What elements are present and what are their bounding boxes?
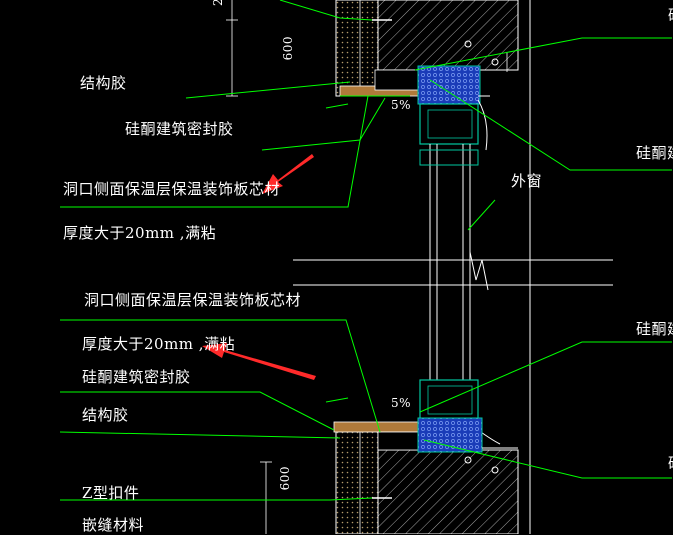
leader-lines [59,0,672,501]
red-arrow-bottom [202,343,316,380]
dimension-bottom [260,461,272,534]
silicone-seal-label-bottom: 硅酮建筑密封胶 [82,368,191,386]
dim-top-partial: 20 [211,0,225,6]
z-clip-label: Z型扣件 [82,484,140,502]
right-partial-label-2: 砖 [668,452,673,473]
structural-glue-label-top: 结构胶 [80,74,127,92]
note1-line2: 厚度大于20mm ,满粘 [63,224,217,242]
window-frame [419,95,501,445]
slope-top: 5% [391,98,412,112]
dim-bottom-600: 600 [278,466,292,491]
right-silicone-label-1: 硅酮建筑 [636,144,673,162]
red-arrow-top [262,154,314,194]
dimension-top [226,0,238,97]
note1-line1: 洞口侧面保温层保温装饰板芯材 [63,180,281,198]
bottom-wall [333,417,519,534]
right-silicone-label-2: 硅酮建筑 [636,320,673,338]
caulking-label: 嵌缝材料 [82,516,145,534]
top-wall [335,0,531,534]
right-partial-label-1: 砖 [668,4,673,25]
note2-line2: 厚度大于20mm ,满粘 [82,335,236,353]
slope-bottom: 5% [391,396,412,410]
break-line [293,251,613,291]
outer-window-label: 外窗 [511,172,543,190]
note2-line1: 洞口侧面保温层保温装饰板芯材 [84,291,302,309]
structural-glue-label-bottom: 结构胶 [82,406,129,424]
dim-top-600: 600 [281,36,295,61]
silicone-seal-label-top: 硅酮建筑密封胶 [125,120,234,138]
